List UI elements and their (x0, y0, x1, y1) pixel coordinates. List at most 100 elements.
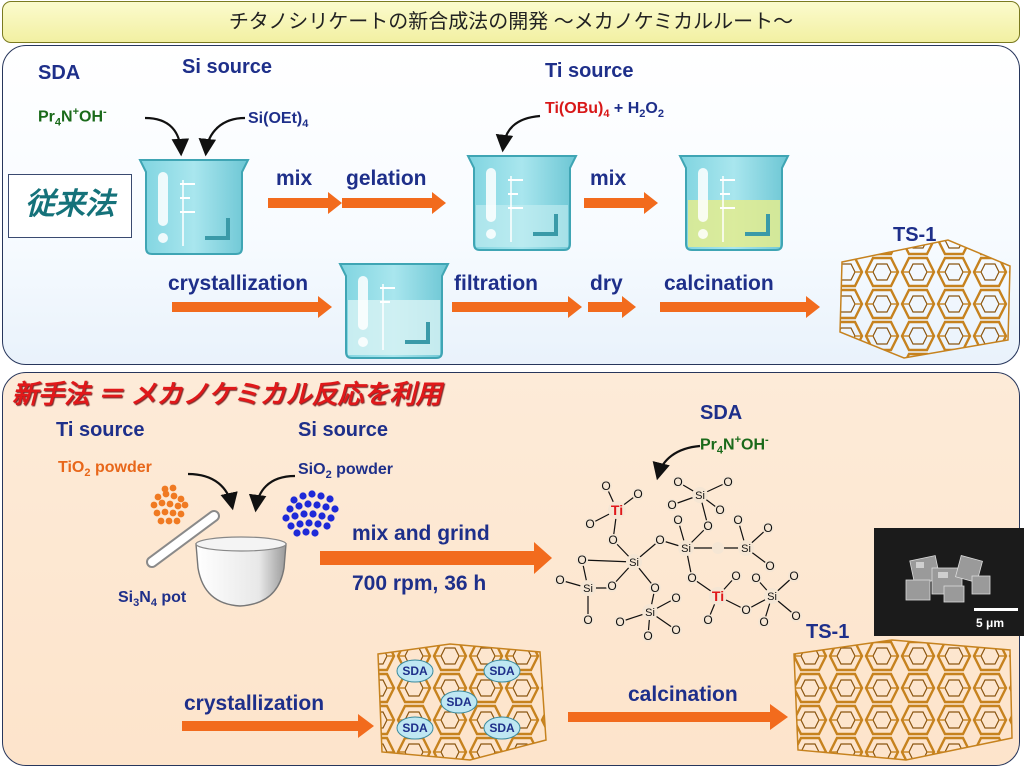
ti-source-label-top: Ti source (545, 60, 634, 82)
step-crystallization-top: crystallization (168, 272, 309, 295)
atom-o: O (585, 517, 594, 531)
si-formula-top: Si(OEt)4 (248, 110, 309, 131)
sda-formula-top: Pr4N+OH- (38, 106, 107, 129)
atom-si: Si (583, 583, 593, 595)
product-ts1-top: TS-1 (893, 224, 937, 246)
atom-o: O (650, 581, 659, 595)
ti-formula-top: Ti(OBu)4 + H2O2 (545, 100, 664, 121)
atom-o: O (633, 487, 642, 501)
si3n4-pot-label: Si3N4 pot (118, 589, 187, 610)
sem-scale-label: 5 μm (976, 616, 1005, 630)
atom-si: Si (645, 607, 655, 619)
step-mix-2: mix (590, 167, 627, 190)
sio2-powder-dots (282, 490, 339, 537)
grind-conditions-label: 700 rpm, 36 h (352, 572, 487, 595)
atom-o: O (577, 553, 586, 567)
sda-input-arrow-bottom (652, 444, 701, 481)
mix-and-grind-label: mix and grind (352, 522, 490, 545)
atom-si: Si (741, 543, 751, 555)
sda-template-label: SDA (489, 664, 515, 678)
atom-o: O (751, 571, 760, 585)
sem-particle-image (874, 528, 1024, 636)
atom-o: O (583, 613, 592, 627)
calcination-arrow-bottom (568, 704, 788, 730)
step-calcination-bottom: calcination (628, 683, 738, 706)
atom-o: O (555, 573, 564, 587)
sda-label-bottom: SDA (700, 402, 743, 424)
atom-o: O (763, 521, 772, 535)
ts1-framework-bottom (793, 639, 1013, 761)
atom-o: O (673, 475, 682, 489)
ti-input-arrow (495, 114, 541, 153)
atom-o: O (723, 475, 732, 489)
step-mix-1: mix (276, 167, 313, 190)
si3n4-mortar-pot (146, 510, 287, 607)
atom-o: O (687, 571, 696, 585)
sda-input-arrow (144, 116, 190, 157)
slide-title: チタノシリケートの新合成法の開発 ～メカノケミカルルート～ (2, 1, 1020, 43)
sem-micrograph: 5 μm (874, 528, 1024, 636)
atom-o: O (667, 498, 676, 512)
atom-o: O (791, 609, 800, 623)
crystallization-arrow-bottom (182, 714, 374, 738)
sda-label-top: SDA (38, 62, 81, 84)
step-filtration: filtration (454, 272, 538, 295)
si-input-arrow (198, 116, 246, 157)
atom-o: O (703, 613, 712, 627)
atom-o: O (607, 579, 616, 593)
process-arrows-top (172, 192, 820, 318)
atom-o: O (643, 629, 652, 643)
ts1-framework-top (839, 239, 1011, 359)
tio2-powder-label: TiO2 powder (58, 459, 152, 480)
atom-o: O (759, 615, 768, 629)
atom-o: O (703, 519, 712, 533)
atom-o: O (673, 513, 682, 527)
tio2-input-arrow (187, 472, 238, 511)
atom-o: O (765, 559, 774, 573)
atom-o: O (789, 569, 798, 583)
si-source-label-bottom: Si source (298, 419, 389, 441)
atom-o: O (601, 479, 610, 493)
atom-o: O (741, 603, 750, 617)
beaker-1 (138, 159, 250, 255)
sio2-input-arrow (248, 474, 296, 513)
sda-template-label: SDA (402, 664, 428, 678)
sda-template-label: SDA (489, 721, 515, 735)
new-method-title: 新手法 ＝ メカノケミカル反応を利用 (12, 379, 442, 409)
atom-si: Si (767, 591, 777, 603)
atom-si: Si (629, 557, 639, 569)
conventional-method-label: 従来法 (8, 174, 132, 238)
beaker-3 (678, 155, 790, 251)
atom-o: O (671, 623, 680, 637)
atom-o: O (731, 569, 740, 583)
sda-template-label: SDA (446, 695, 472, 709)
pestle (146, 510, 220, 568)
atom-o: O (608, 533, 617, 547)
atom-si: Si (695, 490, 705, 502)
si-source-label-top: Si source (182, 56, 273, 78)
titanosilicate-structure: O O O O O O O O O O O O O O O O O O O O (554, 475, 802, 643)
step-gelation: gelation (346, 167, 427, 190)
atom-o: O (715, 503, 724, 517)
mix-grind-arrow (320, 542, 552, 574)
beaker-2 (466, 155, 578, 251)
atom-ti: Ti (611, 502, 623, 518)
atom-o: O (615, 615, 624, 629)
beaker-4 (338, 263, 450, 359)
step-calcination-top: calcination (664, 272, 774, 295)
atom-si: Si (681, 543, 691, 555)
atom-o: O (733, 513, 742, 527)
atom-o: O (655, 533, 664, 547)
atom-ti: Ti (712, 588, 724, 604)
sio2-powder-label: SiO2 powder (298, 461, 394, 482)
tio2-powder-dots (150, 484, 189, 525)
sda-template-label: SDA (402, 721, 428, 735)
step-dry: dry (590, 272, 623, 295)
ti-source-label-bottom: Ti source (56, 419, 145, 441)
ts1-framework-with-sda: SDA SDA SDA SDA SDA (377, 643, 547, 761)
atom-o: O (671, 591, 680, 605)
product-ts1-bottom: TS-1 (806, 621, 850, 643)
step-crystallization-bottom: crystallization (184, 692, 325, 715)
sda-formula-bottom: Pr4N+OH- (700, 434, 769, 457)
